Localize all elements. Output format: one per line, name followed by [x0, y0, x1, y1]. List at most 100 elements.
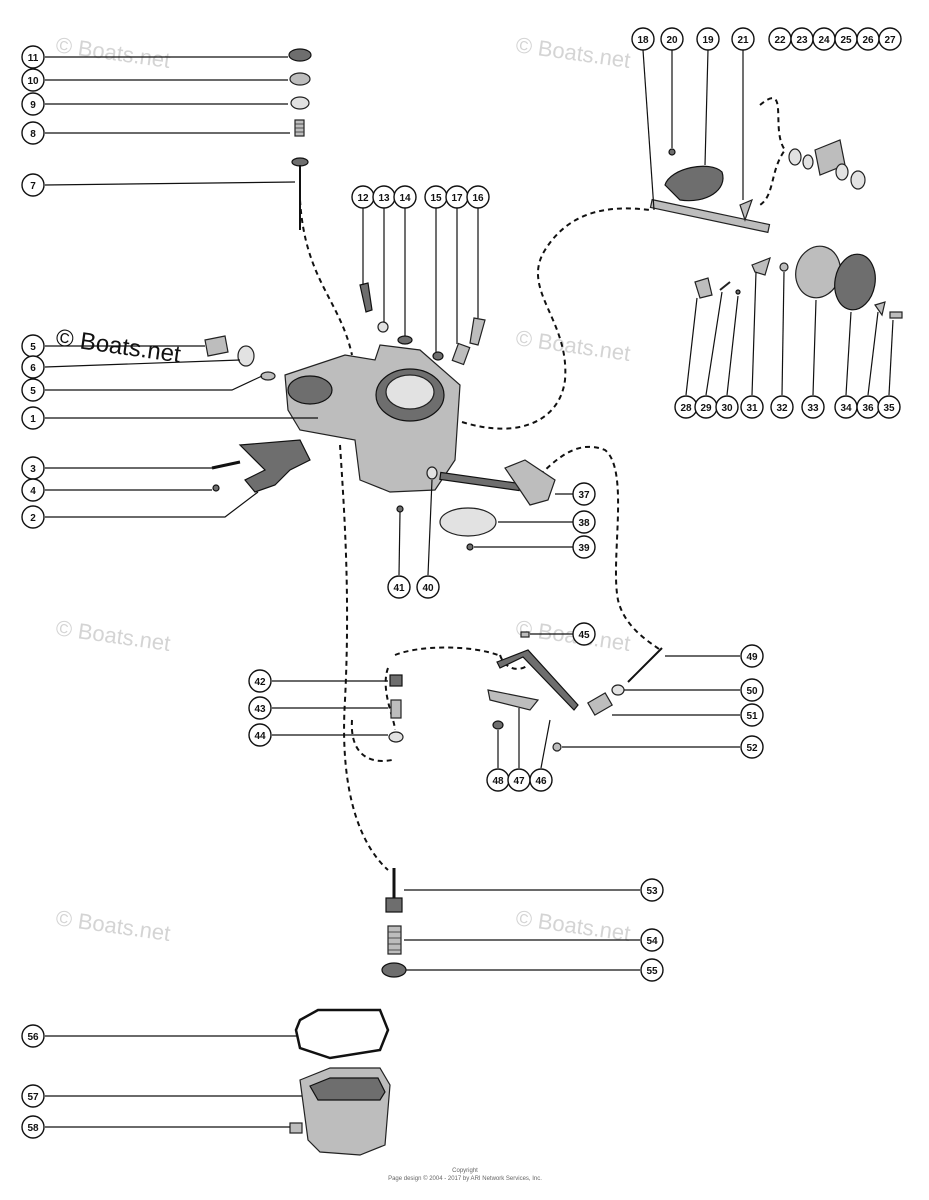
svg-text:2: 2 — [30, 513, 36, 524]
callout-56[interactable]: 56 — [21, 1024, 45, 1048]
svg-text:14: 14 — [399, 193, 411, 204]
svg-text:15: 15 — [430, 193, 442, 204]
callout-53[interactable]: 53 — [640, 878, 664, 902]
callout-48[interactable]: 48 — [486, 768, 510, 792]
callout-58[interactable]: 58 — [21, 1115, 45, 1139]
watermark: © Boats.net — [54, 905, 172, 946]
callout-4[interactable]: 4 — [21, 478, 45, 502]
callout-13[interactable]: 13 — [372, 185, 396, 209]
callout-33[interactable]: 33 — [801, 395, 825, 419]
callout-40[interactable]: 40 — [416, 575, 440, 599]
svg-text:24: 24 — [818, 35, 830, 46]
callout-23[interactable]: 23 — [790, 27, 814, 51]
callout-36[interactable]: 36 — [856, 395, 880, 419]
callout-43[interactable]: 43 — [248, 696, 272, 720]
callout-51[interactable]: 51 — [740, 703, 764, 727]
callout-22[interactable]: 22 — [768, 27, 792, 51]
callout-29[interactable]: 29 — [694, 395, 718, 419]
part-17-spring — [451, 342, 471, 366]
part-39-screw — [466, 543, 474, 551]
footer: Copyright Page design © 2004 - 2017 by A… — [388, 1168, 542, 1182]
part-5-plug — [260, 371, 276, 381]
footer-line2: Page design © 2004 - 2017 by ARI Network… — [388, 1175, 542, 1182]
callout-39[interactable]: 39 — [572, 535, 596, 559]
callout-3[interactable]: 3 — [21, 456, 45, 480]
callout-32[interactable]: 32 — [770, 395, 794, 419]
callout-28[interactable]: 28 — [674, 395, 698, 419]
svg-text:8: 8 — [30, 129, 36, 140]
callout-12[interactable]: 12 — [351, 185, 375, 209]
callout-21[interactable]: 21 — [731, 27, 755, 51]
part-6-oring — [237, 345, 255, 367]
callout-18[interactable]: 18 — [631, 27, 655, 51]
svg-text:52: 52 — [746, 743, 758, 754]
svg-text:6: 6 — [30, 363, 36, 374]
svg-text:4: 4 — [30, 486, 36, 497]
callout-55[interactable]: 55 — [640, 958, 664, 982]
svg-text:3: 3 — [30, 464, 36, 475]
svg-text:36: 36 — [862, 403, 874, 414]
callout-57[interactable]: 57 — [21, 1084, 45, 1108]
part-34-cover — [834, 253, 876, 311]
callout-16[interactable]: 16 — [466, 185, 490, 209]
part-31-lever — [751, 256, 771, 276]
callout-35[interactable]: 35 — [877, 395, 901, 419]
callout-41[interactable]: 41 — [387, 575, 411, 599]
callout-15[interactable]: 15 — [424, 185, 448, 209]
svg-text:32: 32 — [776, 403, 788, 414]
callout-42[interactable]: 42 — [248, 669, 272, 693]
part-11-gasket — [288, 48, 312, 62]
svg-text:50: 50 — [746, 686, 758, 697]
svg-text:5: 5 — [30, 386, 36, 397]
callout-47[interactable]: 47 — [507, 768, 531, 792]
part-58-screw — [289, 1122, 303, 1134]
callout-1[interactable]: 1 — [21, 406, 45, 430]
callout-30[interactable]: 30 — [715, 395, 739, 419]
callout-6[interactable]: 6 — [21, 355, 45, 379]
callout-17[interactable]: 17 — [445, 185, 469, 209]
footer-line1: Copyright — [452, 1168, 478, 1174]
svg-text:46: 46 — [535, 776, 547, 787]
part-52-nut — [552, 742, 562, 752]
part-44-washer — [388, 731, 404, 743]
callout-19[interactable]: 19 — [696, 27, 720, 51]
part-12-screw — [359, 282, 373, 313]
callout-9[interactable]: 9 — [21, 92, 45, 116]
callout-10[interactable]: 10 — [21, 68, 45, 92]
part-21-clip — [739, 198, 754, 222]
callout-7[interactable]: 7 — [21, 173, 45, 197]
callout-11[interactable]: 11 — [21, 45, 45, 69]
callout-27[interactable]: 27 — [878, 27, 902, 51]
part-20-screw — [668, 148, 676, 156]
part-2-float — [238, 439, 311, 493]
callout-5[interactable]: 5 — [21, 334, 45, 358]
svg-text:44: 44 — [254, 731, 266, 742]
callout-50[interactable]: 50 — [740, 678, 764, 702]
part-40-washer — [426, 466, 438, 480]
part-54-spring — [387, 925, 402, 955]
callout-52[interactable]: 52 — [740, 735, 764, 759]
callout-38[interactable]: 38 — [572, 510, 596, 534]
svg-text:13: 13 — [378, 193, 390, 204]
callout-31[interactable]: 31 — [740, 395, 764, 419]
callout-46[interactable]: 46 — [529, 768, 553, 792]
callout-34[interactable]: 34 — [834, 395, 858, 419]
svg-text:27: 27 — [884, 35, 896, 46]
callout-26[interactable]: 26 — [856, 27, 880, 51]
callout-24[interactable]: 24 — [812, 27, 836, 51]
callout-20[interactable]: 20 — [660, 27, 684, 51]
callout-49[interactable]: 49 — [740, 644, 764, 668]
callout-14[interactable]: 14 — [393, 185, 417, 209]
callout-45[interactable]: 45 — [572, 622, 596, 646]
callout-2[interactable]: 2 — [21, 505, 45, 529]
callout-5[interactable]: 5 — [21, 378, 45, 402]
svg-text:1: 1 — [30, 414, 36, 425]
part-55-valve — [381, 962, 407, 978]
part-51-spring — [587, 692, 613, 716]
callout-8[interactable]: 8 — [21, 121, 45, 145]
callout-54[interactable]: 54 — [640, 928, 664, 952]
callout-25[interactable]: 25 — [834, 27, 858, 51]
callout-44[interactable]: 44 — [248, 723, 272, 747]
callout-37[interactable]: 37 — [572, 482, 596, 506]
svg-text:38: 38 — [578, 518, 590, 529]
